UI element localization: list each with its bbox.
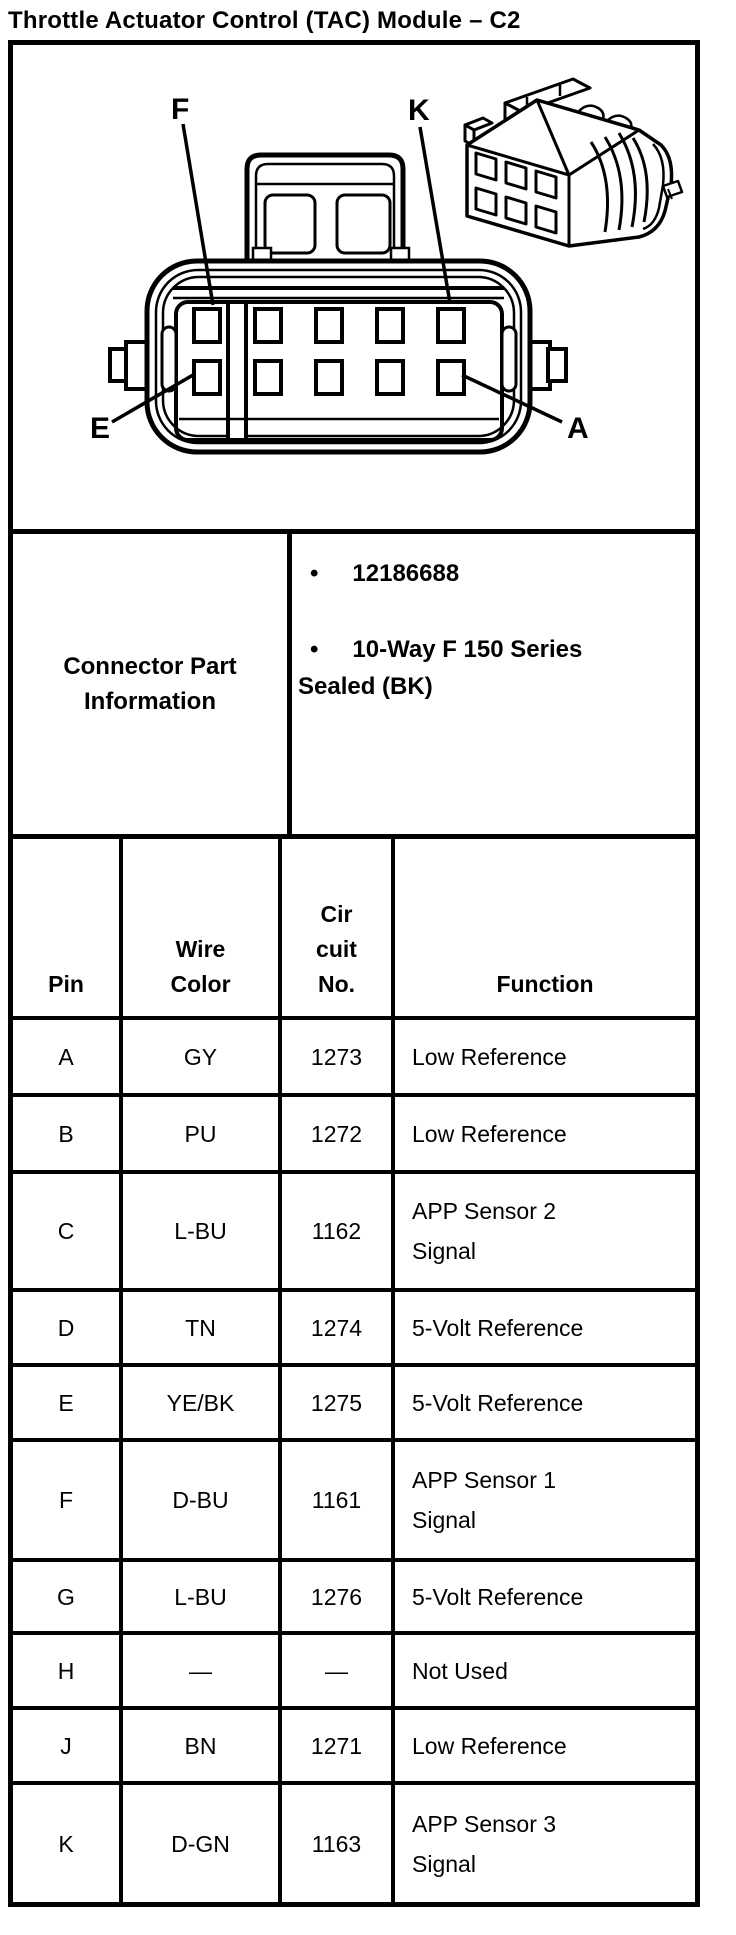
bullet-icon: • <box>310 636 319 663</box>
circuit-cell: 1275 <box>282 1367 395 1442</box>
circuit-cell: 1163 <box>282 1785 395 1902</box>
connector-part-info-details: •12186688 •10-Way F 150 Series Sealed (B… <box>292 534 695 834</box>
function-cell: APP Sensor 3 Signal <box>412 1810 557 1877</box>
wire-color-cell: BN <box>123 1710 282 1785</box>
part-description: 10-Way F 150 Series Sealed (BK) <box>298 636 583 700</box>
header-function: Function <box>395 839 695 1020</box>
circuit-cell: 1273 <box>282 1020 395 1097</box>
circuit-cell: 1162 <box>282 1174 395 1292</box>
page-title: Throttle Actuator Control (TAC) Module –… <box>8 7 521 34</box>
pin-e-label: E <box>90 412 110 445</box>
pin-cell: B <box>13 1097 123 1174</box>
header-pin: Pin <box>13 839 123 1020</box>
function-cell: Low Reference <box>395 1020 695 1097</box>
header-wire-color: Wire Color <box>123 839 282 1020</box>
wire-color-cell: YE/BK <box>123 1367 282 1442</box>
connector-diagram: F K E A <box>90 77 684 455</box>
circuit-cell: 1272 <box>282 1097 395 1174</box>
wire-color-cell: PU <box>123 1097 282 1174</box>
function-cell: APP Sensor 1 Signal <box>395 1442 695 1562</box>
wire-color-cell: TN <box>123 1292 282 1367</box>
pin-cell: J <box>13 1710 123 1785</box>
pin-a-label: A <box>567 412 589 445</box>
bullet-icon: • <box>310 560 319 587</box>
pin-cell: H <box>13 1635 123 1710</box>
function-cell: APP Sensor 2 Signal <box>395 1174 695 1292</box>
connector-3d-view <box>463 77 684 248</box>
circuit-cell: 1276 <box>282 1562 395 1635</box>
pin-cavities <box>192 307 466 396</box>
pin-f-label: F <box>171 93 189 126</box>
wire-color-cell: D-GN <box>123 1785 282 1902</box>
pin-cell: K <box>13 1785 123 1902</box>
pin-cell: E <box>13 1367 123 1442</box>
connector-document: F K E A Connector Part Information • 1218… <box>8 40 700 1907</box>
wire-color-cell: — <box>123 1635 282 1710</box>
pin-k-label: K <box>408 94 430 127</box>
function-cell: 5-Volt Reference <box>395 1562 695 1635</box>
wire-color-cell: L-BU <box>123 1174 282 1292</box>
function-cell: Not Used <box>395 1635 695 1710</box>
pin-cell: A <box>13 1020 123 1097</box>
pin-cell: C <box>13 1174 123 1292</box>
connector-part-info-label: Connector Part Information <box>13 534 292 834</box>
pin-cell: F <box>13 1442 123 1562</box>
wire-color-cell: GY <box>123 1020 282 1097</box>
part-number: 12186688 <box>352 560 460 587</box>
part-description-item: •10-Way F 150 Series Sealed (BK) <box>298 631 685 705</box>
part-number-item: • 12186688 <box>298 555 685 592</box>
pinout-table: Pin Wire Color Cir cuit No. Function A G… <box>8 839 700 1907</box>
header-circuit-no: Cir cuit No. <box>282 839 395 1020</box>
circuit-cell: 1274 <box>282 1292 395 1367</box>
function-cell: Low Reference <box>395 1097 695 1174</box>
circuit-cell: 1271 <box>282 1710 395 1785</box>
function-cell: 5-Volt Reference <box>395 1292 695 1367</box>
function-cell: Low Reference <box>395 1710 695 1785</box>
connector-diagram-panel: F K E A <box>8 40 700 534</box>
circuit-cell: — <box>282 1635 395 1710</box>
circuit-cell: 1161 <box>282 1442 395 1562</box>
function-cell: 5-Volt Reference <box>395 1367 695 1442</box>
connector-front-view <box>108 152 568 455</box>
pin-callouts: F K E A <box>90 93 589 445</box>
connector-part-info-row: Connector Part Information •12186688 •10… <box>8 534 700 839</box>
pin-cell: D <box>13 1292 123 1367</box>
pin-cell: G <box>13 1562 123 1635</box>
wire-color-cell: L-BU <box>123 1562 282 1635</box>
wire-color-cell: D-BU <box>123 1442 282 1562</box>
